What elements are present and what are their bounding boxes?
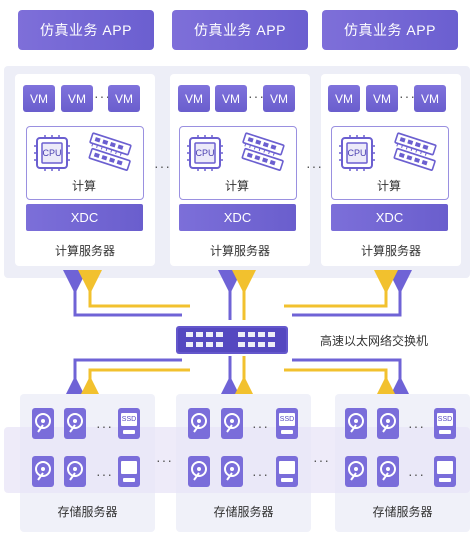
storage-server-name: 存储服务器 [372,505,433,519]
ssd-label: SSD [437,416,453,423]
vm-box: VM [61,85,93,112]
storage-server-name: 存储服务器 [57,505,118,519]
vm-box: VM [215,85,247,112]
cpu-label: CPU [42,148,62,158]
cpu-label: CPU [195,148,215,158]
vm-box: VM [23,85,55,112]
compute-label: 计算 [71,179,96,193]
app-box-3: 仿真业务 APP [322,10,458,50]
storage-server-name: 存储服务器 [213,505,274,519]
ellipsis: ··· [94,88,111,104]
ellipsis: ··· [156,452,173,468]
ethernet-switch-icon [176,326,288,354]
vm-box: VM [178,85,210,112]
ellipsis: ··· [252,418,269,434]
switch-label: 高速以太网络交换机 [320,334,429,348]
server-name: 计算服务器 [360,244,421,258]
ellipsis: ··· [154,158,171,174]
ellipsis: ··· [408,418,425,434]
ellipsis: ··· [306,158,323,174]
ellipsis: ··· [313,452,330,468]
vm-box: VM [263,85,295,112]
network-links [63,270,412,400]
vm-box: VM [108,85,140,112]
ssd-label: SSD [279,416,295,423]
app-box-2: 仿真业务 APP [172,10,308,50]
compute-label: 计算 [376,179,401,193]
ellipsis: ··· [408,466,425,482]
ssd-label: SSD [121,416,137,423]
ellipsis: ··· [399,88,416,104]
app-box-1: 仿真业务 APP [18,10,154,50]
server-name: 计算服务器 [54,244,115,258]
ellipsis: ··· [248,88,265,104]
vm-box: VM [366,85,398,112]
ellipsis: ··· [252,466,269,482]
cpu-memory-icons [33,132,441,172]
xdc-box: XDC [331,204,448,231]
storage-disk-icons [31,407,456,488]
xdc-box: XDC [179,204,296,231]
compute-label: 计算 [224,179,249,193]
vm-box: VM [328,85,360,112]
cpu-label: CPU [347,148,367,158]
vm-box: VM [414,85,446,112]
server-name: 计算服务器 [209,244,270,258]
ellipsis: ··· [96,466,113,482]
xdc-box: XDC [26,204,143,231]
ellipsis: ··· [96,418,113,434]
